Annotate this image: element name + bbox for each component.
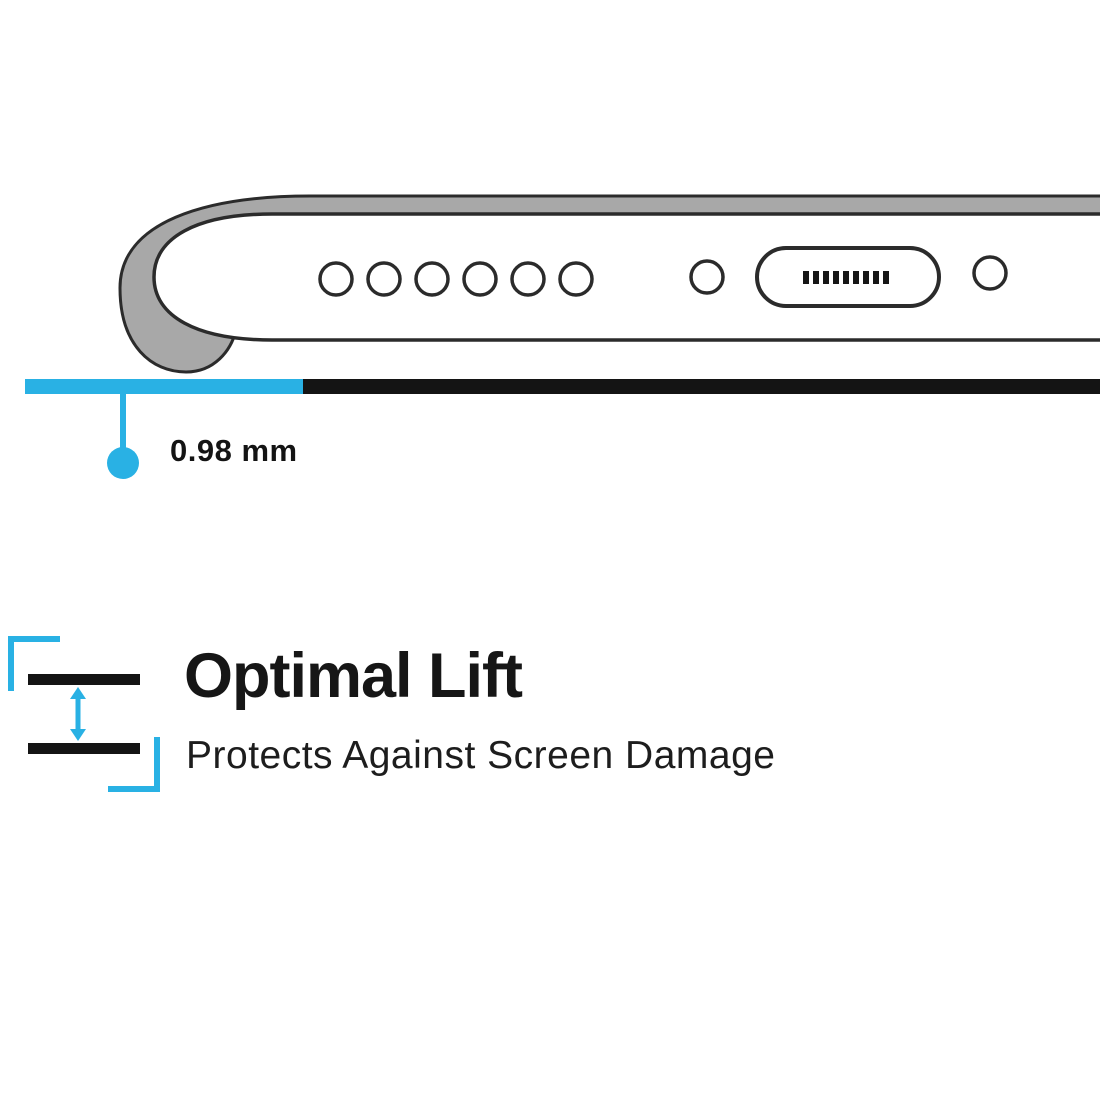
charging-port-pins <box>803 271 889 284</box>
thickness-pointer-line <box>120 394 126 448</box>
lift-top-surface <box>28 674 140 685</box>
phone-body <box>152 212 1100 342</box>
speaker-hole <box>462 261 498 297</box>
feature-title: Optimal Lift <box>184 641 523 711</box>
speaker-hole <box>510 261 546 297</box>
corner-bracket-bottom-right-icon <box>108 737 160 792</box>
speaker-holes <box>318 261 594 297</box>
mic-hole-right <box>972 255 1008 291</box>
lift-bottom-surface <box>28 743 140 754</box>
double-arrow-icon <box>70 687 86 741</box>
thickness-bar-accent <box>25 379 303 394</box>
mic-hole-left <box>689 259 725 295</box>
feature-subtitle: Protects Against Screen Damage <box>186 734 776 777</box>
speaker-hole <box>414 261 450 297</box>
thickness-bar-dark <box>303 379 1100 394</box>
speaker-hole <box>366 261 402 297</box>
corner-bracket-top-left-icon <box>8 636 60 691</box>
speaker-hole <box>318 261 354 297</box>
phone-case-illustration <box>25 194 1100 479</box>
lift-gap-icon <box>8 636 160 792</box>
thickness-pointer-dot <box>107 447 139 479</box>
speaker-hole <box>558 261 594 297</box>
thickness-value-label: 0.98 mm <box>170 433 298 468</box>
charging-port <box>755 246 941 308</box>
